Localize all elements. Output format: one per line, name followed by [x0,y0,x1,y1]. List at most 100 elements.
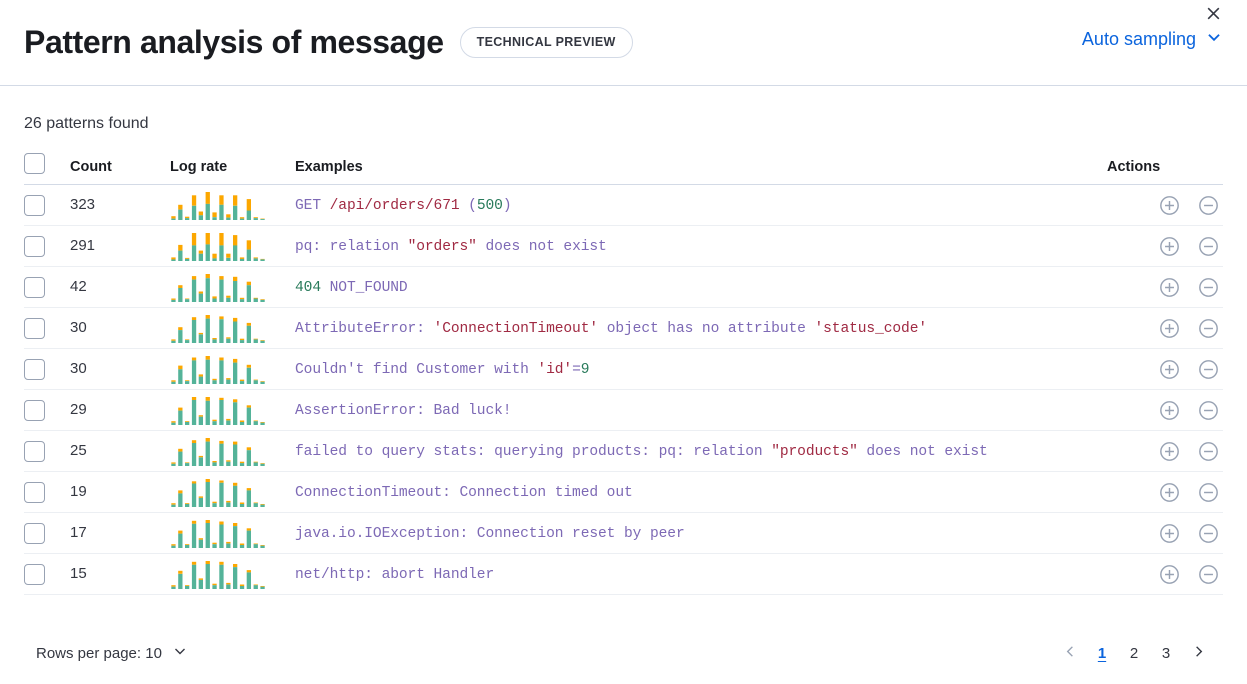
row-count-cell: 25 [70,430,170,472]
table-header-row: Count Log rate Examples Actions [24,153,1223,185]
flyout-header: Pattern analysis of message TECHNICAL PR… [0,0,1247,86]
row-count-cell: 323 [70,184,170,226]
circle-minus-icon[interactable] [1198,523,1219,544]
row-count-cell: 291 [70,225,170,267]
column-header-count[interactable]: Count [70,153,170,185]
row-checkbox[interactable] [24,440,45,462]
column-header-examples[interactable]: Examples [295,153,1107,185]
row-count-cell: 42 [70,266,170,308]
row-select-cell [24,553,70,595]
row-actions-cell [1107,512,1223,554]
circle-plus-icon[interactable] [1159,441,1180,462]
circle-plus-icon[interactable] [1159,195,1180,216]
log-rate-sparkline [170,190,295,220]
row-count: 30 [70,360,87,377]
pagination-next[interactable] [1185,640,1211,666]
circle-plus-icon[interactable] [1159,359,1180,380]
column-header-log-rate[interactable]: Log rate [170,153,295,185]
circle-plus-icon[interactable] [1159,482,1180,503]
row-example-cell: Couldn't find Customer with 'id'=9 [295,348,1107,390]
row-checkbox[interactable] [24,522,45,544]
row-log-rate-cell [170,184,295,226]
row-checkbox[interactable] [24,399,45,421]
row-example-cell: AssertionError: Bad luck! [295,389,1107,431]
row-select-cell [24,348,70,390]
row-example-text: 404 NOT_FOUND [295,280,408,296]
auto-sampling-label: Auto sampling [1081,29,1196,49]
row-actions-cell [1107,430,1223,472]
rows-per-page-selector[interactable]: Rows per page: 10 [36,643,188,663]
row-checkbox[interactable] [24,235,45,257]
row-log-rate-cell [170,512,295,554]
select-all-header [24,153,70,185]
row-checkbox[interactable] [24,481,45,503]
circle-minus-icon[interactable] [1198,482,1219,503]
row-log-rate-cell [170,430,295,472]
circle-plus-icon[interactable] [1159,523,1180,544]
row-example-cell: net/http: abort Handler [295,553,1107,595]
circle-minus-icon[interactable] [1198,195,1219,216]
circle-minus-icon[interactable] [1198,564,1219,585]
row-log-rate-cell [170,307,295,349]
row-example-cell: 404 NOT_FOUND [295,266,1107,308]
circle-plus-icon[interactable] [1159,564,1180,585]
row-checkbox[interactable] [24,358,45,380]
circle-minus-icon[interactable] [1198,400,1219,421]
circle-minus-icon[interactable] [1198,277,1219,298]
close-button[interactable] [1199,2,1227,30]
row-log-rate-cell [170,348,295,390]
circle-plus-icon[interactable] [1159,400,1180,421]
row-example-text: Couldn't find Customer with 'id'=9 [295,362,590,378]
row-actions-cell [1107,348,1223,390]
row-count-cell: 29 [70,389,170,431]
row-log-rate-cell [170,389,295,431]
row-example-text: net/http: abort Handler [295,567,495,583]
row-count: 19 [70,483,87,500]
row-actions-cell [1107,307,1223,349]
patterns-found-count: 26 patterns found [24,115,149,132]
row-count-cell: 19 [70,471,170,513]
row-count: 323 [70,196,96,213]
row-checkbox[interactable] [24,276,45,298]
flyout-body: 26 patterns found Count Log rate Example… [0,86,1247,595]
row-checkbox[interactable] [24,317,45,339]
circle-plus-icon[interactable] [1159,318,1180,339]
row-count: 291 [70,237,96,254]
auto-sampling-dropdown[interactable]: Auto sampling [1082,28,1223,51]
table-row[interactable]: 29 AssertionError: Bad luck! [24,389,1223,431]
circle-minus-icon[interactable] [1198,318,1219,339]
row-select-cell [24,430,70,472]
circle-minus-icon[interactable] [1198,236,1219,257]
pagination-page-3[interactable]: 3 [1161,644,1171,662]
pagination-previous[interactable] [1057,640,1083,666]
row-count: 29 [70,401,87,418]
circle-minus-icon[interactable] [1198,441,1219,462]
row-select-cell [24,389,70,431]
row-checkbox[interactable] [24,563,45,585]
circle-plus-icon[interactable] [1159,236,1180,257]
row-count: 30 [70,319,87,336]
table-row[interactable]: 42 404 NOT_FOUND [24,266,1223,308]
row-select-cell [24,266,70,308]
circle-minus-icon[interactable] [1198,359,1219,380]
circle-plus-icon[interactable] [1159,277,1180,298]
table-row[interactable]: 30 Couldn't find Customer with 'id'=9 [24,348,1223,390]
pagination-page-1[interactable]: 1 [1097,644,1107,662]
row-checkbox[interactable] [24,194,45,216]
select-all-checkbox[interactable] [24,153,45,174]
row-select-cell [24,184,70,226]
pagination-page-2[interactable]: 2 [1129,644,1139,662]
row-log-rate-cell [170,266,295,308]
log-rate-sparkline [170,518,295,548]
technical-preview-badge: TECHNICAL PREVIEW [459,27,633,58]
log-rate-sparkline [170,231,295,261]
